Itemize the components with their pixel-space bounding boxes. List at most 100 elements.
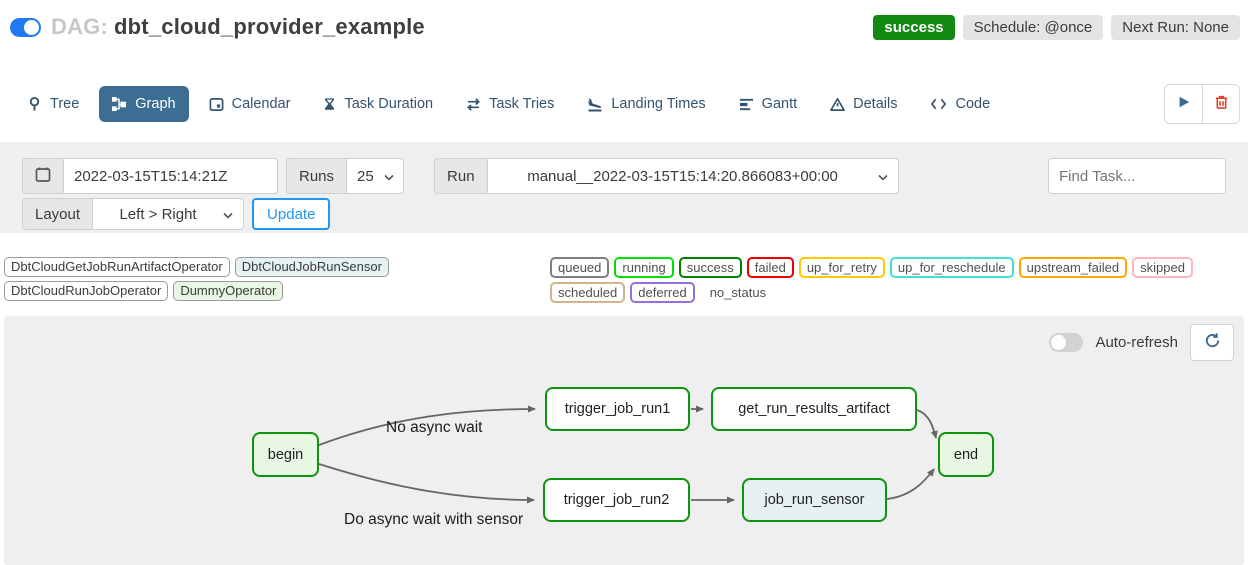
calendar-addon: [22, 158, 63, 194]
status-legend-item[interactable]: skipped: [1132, 257, 1193, 278]
tab-label: Gantt: [761, 96, 798, 112]
task-node-trigger-job-run2[interactable]: trigger_job_run2: [543, 478, 690, 522]
status-legend-item[interactable]: running: [614, 257, 674, 278]
refresh-icon: [1204, 332, 1221, 354]
status-legend: queued running success failed up_for_ret…: [550, 257, 1244, 303]
auto-refresh-label: Auto-refresh: [1095, 334, 1178, 351]
run-label: Run: [434, 158, 487, 194]
tab-tree[interactable]: Tree: [14, 86, 92, 122]
tab-label: Task Tries: [489, 96, 555, 112]
tab-label: Graph: [135, 96, 176, 112]
edge-label-no-async-wait: No async wait: [386, 419, 483, 436]
tab-label: Tree: [50, 96, 80, 112]
toggle-knob: [24, 19, 39, 35]
page-title: DAG:dbt_cloud_provider_example: [51, 14, 425, 40]
trigger-dag-button[interactable]: [1165, 85, 1202, 123]
operator-badge: DbtCloudRunJobOperator: [4, 281, 169, 301]
filter-row-1: Runs 25 Run manual__2022-03-15T15:14:20.…: [22, 158, 1226, 194]
base-date-group: [22, 158, 278, 194]
task-node-trigger-job-run1[interactable]: trigger_job_run1: [545, 387, 690, 431]
code-icon: [930, 97, 947, 111]
layout-select[interactable]: Left > Right: [92, 198, 245, 230]
plane-landing-icon: [587, 96, 603, 112]
dag-header-left: DAG:dbt_cloud_provider_example: [10, 14, 425, 40]
edge-sensor-end: [886, 468, 935, 500]
auto-refresh-toggle[interactable]: [1049, 333, 1084, 352]
run-group: Run manual__2022-03-15T15:14:20.866083+0…: [434, 158, 899, 194]
tab-landing-times[interactable]: Landing Times: [574, 86, 718, 122]
status-legend-item[interactable]: queued: [550, 257, 610, 278]
tab-task-tries[interactable]: Task Tries: [453, 86, 567, 122]
edge-begin-trigger2: [318, 463, 535, 504]
run-value: manual__2022-03-15T15:14:20.866083+00:00: [527, 167, 838, 185]
trash-icon: [1214, 94, 1229, 115]
layout-group: Layout Left > Right: [22, 198, 245, 230]
tab-label: Landing Times: [611, 96, 706, 112]
dag-header-badges: success Schedule: @once Next Run: None: [873, 14, 1240, 40]
tab-label: Details: [853, 96, 898, 112]
status-legend-item[interactable]: upstream_failed: [1018, 257, 1128, 278]
tab-gantt[interactable]: Gantt: [726, 86, 810, 122]
runs-select[interactable]: 25: [346, 158, 405, 194]
task-node-job-run-sensor[interactable]: job_run_sensor: [742, 478, 887, 522]
refresh-button[interactable]: [1190, 324, 1234, 361]
dag-header: DAG:dbt_cloud_provider_example success S…: [10, 14, 1240, 40]
calendar-icon: [209, 96, 224, 112]
schedule-badge[interactable]: Schedule: @once: [962, 14, 1104, 40]
toggle-knob: [1051, 335, 1067, 350]
status-legend-item[interactable]: deferred: [630, 282, 695, 303]
status-legend-item[interactable]: failed: [746, 257, 794, 278]
dag-name: dbt_cloud_provider_example: [114, 14, 425, 39]
tab-graph[interactable]: Graph: [99, 86, 189, 122]
status-legend-item: no_status: [709, 284, 767, 300]
find-task-input[interactable]: [1048, 158, 1226, 194]
tab-calendar[interactable]: Calendar: [196, 86, 304, 122]
delete-dag-button[interactable]: [1202, 85, 1239, 123]
edge-begin-trigger1: [318, 405, 536, 446]
dag-graph-panel: Auto-refresh begin trigger_job_run1 g: [4, 316, 1244, 565]
tab-label: Code: [955, 96, 991, 112]
tab-label: Calendar: [231, 96, 291, 112]
layout-label: Layout: [22, 198, 93, 230]
filter-row-2: Layout Left > Right Update: [22, 198, 1226, 230]
chevron-down-icon: [223, 206, 233, 223]
edge-artifact-end: [916, 409, 938, 439]
legend: DbtCloudGetJobRunArtifactOperator DbtClo…: [4, 257, 1244, 303]
tab-code[interactable]: Code: [917, 86, 1003, 122]
gantt-icon: [739, 97, 754, 112]
runs-value: 25: [357, 167, 374, 185]
update-button[interactable]: Update: [252, 198, 331, 230]
tab-task-duration[interactable]: Task Duration: [310, 86, 446, 122]
runs-group: Runs 25: [286, 158, 405, 194]
graph-icon: [112, 96, 127, 112]
next-run-badge: Next Run: None: [1111, 14, 1240, 40]
task-node-get-run-results-artifact[interactable]: get_run_results_artifact: [711, 387, 917, 431]
chevron-down-icon: [877, 168, 888, 185]
status-legend-item[interactable]: up_for_retry: [798, 257, 885, 278]
edge-label-do-async-wait: Do async wait with sensor: [344, 511, 524, 528]
filter-bar: Runs 25 Run manual__2022-03-15T15:14:20.…: [0, 142, 1248, 233]
dag-prefix: DAG:: [51, 14, 109, 39]
task-node-end[interactable]: end: [938, 432, 994, 477]
play-icon: [1177, 95, 1191, 114]
tree-icon: [27, 96, 42, 112]
tab-details[interactable]: Details: [817, 86, 910, 122]
operator-badge: DbtCloudGetJobRunArtifactOperator: [4, 257, 230, 277]
dag-pause-toggle[interactable]: [10, 17, 41, 37]
task-node-begin[interactable]: begin: [252, 432, 319, 477]
base-date-input[interactable]: [63, 158, 278, 194]
details-icon: [830, 97, 846, 112]
status-badge: success: [873, 14, 955, 40]
tab-label: Task Duration: [344, 96, 434, 112]
status-legend-item[interactable]: up_for_reschedule: [889, 257, 1014, 278]
dag-edges: [318, 405, 938, 504]
operator-legend: DbtCloudGetJobRunArtifactOperator DbtClo…: [4, 257, 550, 303]
status-legend-item[interactable]: scheduled: [550, 282, 626, 303]
status-legend-item[interactable]: success: [678, 257, 742, 278]
layout-value: Left > Right: [119, 205, 197, 223]
run-select[interactable]: manual__2022-03-15T15:14:20.866083+00:00: [486, 158, 899, 194]
operator-badge: DbtCloudJobRunSensor: [234, 257, 389, 277]
hourglass-icon: [323, 96, 336, 112]
chevron-down-icon: [384, 168, 394, 185]
